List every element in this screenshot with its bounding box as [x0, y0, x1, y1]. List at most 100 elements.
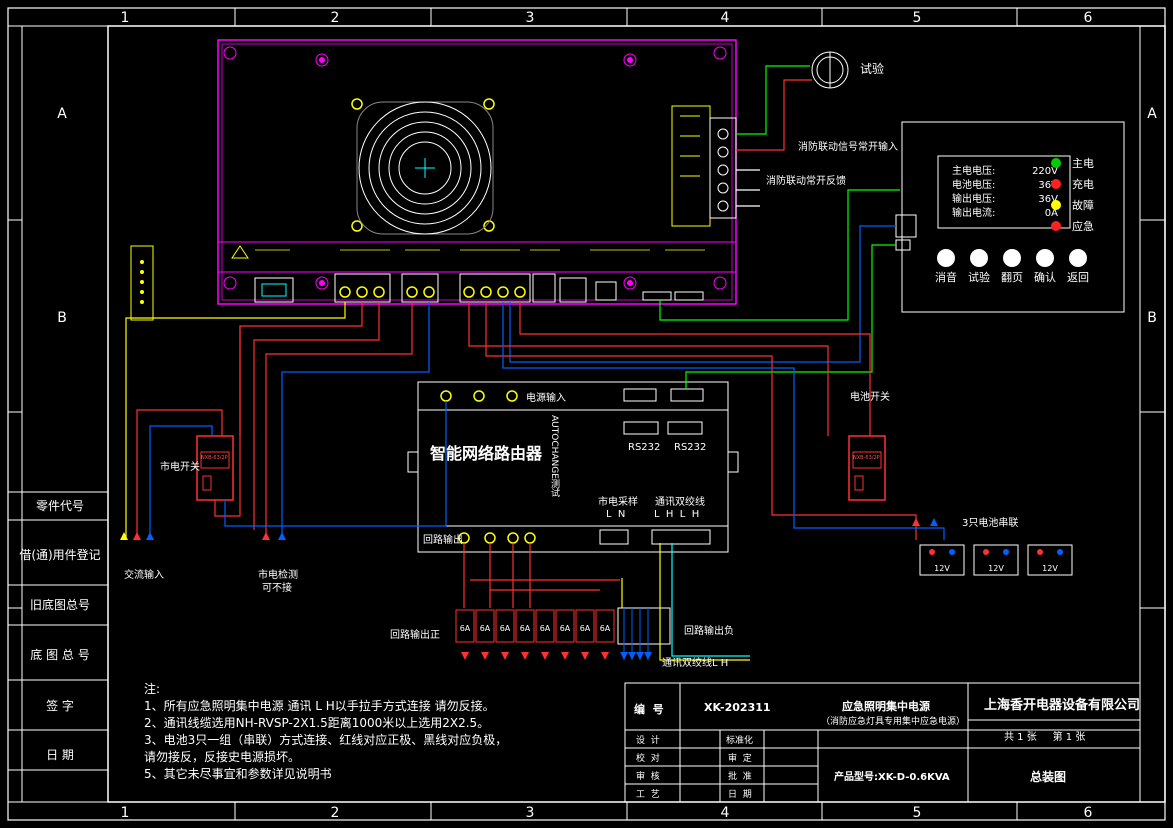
- label-rs232-a: RS232: [628, 442, 661, 453]
- panel-button-2[interactable]: [1003, 249, 1021, 267]
- battery-label-0: 12V: [934, 564, 950, 573]
- panel-row-label-2: 输出电压:: [952, 192, 995, 205]
- output-arrow-pos-2: [501, 652, 509, 660]
- tb-model: 产品型号:XK-D-0.6KVA: [834, 772, 950, 783]
- tb-drawing-name: 总装图: [1030, 770, 1067, 784]
- left-title-3: 底 图 总 号: [30, 647, 89, 662]
- label-comm-twisted: 通讯双绞线: [655, 497, 705, 508]
- note-line-4: 5、其它未尽事宜和参数详见说明书: [144, 766, 332, 781]
- tb-standardize: 标准化: [726, 736, 754, 746]
- output-breaker-5: [555, 609, 575, 643]
- tb-product-title: 应急照明集中电源: [842, 700, 930, 713]
- label-test: 试验: [860, 62, 885, 76]
- label-loop-output: 回路输出: [423, 535, 463, 546]
- left-title-2: 旧底图总号: [30, 597, 90, 612]
- status-led-2: [1051, 200, 1061, 210]
- tb-audit: 审 核: [636, 772, 660, 782]
- output-breaker-label-7: 6A: [600, 624, 611, 633]
- label-fire-signal-in: 消防联动信号常开输入: [798, 142, 898, 153]
- breaker-model-left: NXB-63/2P: [201, 455, 228, 461]
- frame-col-top-1: 1: [121, 10, 130, 26]
- label-rs232-b: RS232: [674, 442, 707, 453]
- battery-label-1: 12V: [988, 564, 1004, 573]
- note-line-3: 请勿接反，反接史电源损坏。: [144, 749, 300, 764]
- output-breaker-3: [515, 609, 535, 643]
- frame-col-top-4: 4: [721, 10, 730, 26]
- label-battery-switch: 电池开关: [850, 392, 890, 403]
- frame-col-bottom-6: 6: [1084, 805, 1093, 821]
- panel-button-label-1: 试验: [968, 270, 990, 284]
- wiring: [125, 65, 945, 661]
- battery-group: 12V 12V 12V: [919, 544, 1073, 576]
- battery-1: [973, 544, 1019, 576]
- output-breaker-label-5: 6A: [560, 624, 571, 633]
- frame-col-top-5: 5: [913, 10, 922, 26]
- panel-button-0[interactable]: [937, 249, 955, 267]
- panel-row-value-0: 220V: [1032, 166, 1058, 177]
- notes-title: 注:: [144, 681, 160, 696]
- panel-button-label-2: 翻页: [1001, 270, 1023, 284]
- breaker-model-right: NXB-63/2P: [853, 455, 880, 461]
- output-breaker-2: [495, 609, 515, 643]
- router-name: 智能网络路由器: [430, 444, 543, 463]
- panel-row-value-1: 36V: [1038, 180, 1058, 191]
- left-title-5: 日 期: [46, 748, 74, 762]
- label-comm-lhlh: L H L H: [654, 509, 700, 520]
- label-comm-twisted-lh: 通讯双绞线L H: [662, 658, 729, 669]
- frame-col-bottom-1: 1: [121, 805, 130, 821]
- panel-row-value-2: 36V: [1038, 194, 1058, 205]
- status-led-1: [1051, 179, 1061, 189]
- label-ac-input: 交流输入: [124, 570, 164, 581]
- frame-row-left-B: B: [57, 310, 67, 326]
- panel-lcd: [937, 155, 1071, 229]
- output-arrow-neg-3: [644, 652, 652, 660]
- frame-row-right-A: A: [1147, 106, 1157, 122]
- output-arrow-pos-5: [561, 652, 569, 660]
- panel-button-1[interactable]: [970, 249, 988, 267]
- status-label-3: 应急: [1072, 219, 1094, 233]
- label-loop-out-neg: 回路输出负: [684, 626, 734, 637]
- frame-col-bottom-3: 3: [526, 805, 535, 821]
- output-arrow-pos-1: [481, 652, 489, 660]
- frame-row-right-B: B: [1147, 310, 1157, 326]
- control-panel: [901, 121, 1125, 313]
- output-breaker-0: [455, 609, 475, 643]
- frame-col-bottom-2: 2: [331, 805, 340, 821]
- router-side-label: AUTOCHANGE测试: [549, 415, 559, 497]
- test-switch-icon: [811, 51, 849, 89]
- ac-input-arrow-n: [133, 532, 141, 540]
- label-mains-sample: 市电采样: [598, 497, 638, 508]
- panel-button-3[interactable]: [1036, 249, 1054, 267]
- tb-number-label: 编 号: [634, 703, 664, 716]
- frame-col-bottom-5: 5: [913, 805, 922, 821]
- tb-craft: 工 艺: [636, 790, 660, 800]
- tb-approve: 批 准: [728, 772, 752, 782]
- frame-col-top-6: 6: [1084, 10, 1093, 26]
- panel-button-4[interactable]: [1069, 249, 1087, 267]
- output-breaker-7: [595, 609, 615, 643]
- output-arrow-neg-2: [636, 652, 644, 660]
- label-mains-ln: L N: [606, 509, 626, 520]
- note-line-2: 3、电池3只一组（串联）方式连接、红线对应正极、黑线对应负极，: [144, 732, 507, 747]
- tb-sheets: 共 1 张 第 1 张: [1004, 732, 1086, 743]
- output-breaker-label-2: 6A: [500, 624, 511, 633]
- output-breaker-label-1: 6A: [480, 624, 491, 633]
- battery-arrow-pos: [912, 518, 920, 526]
- panel-button-label-4: 返回: [1067, 271, 1089, 284]
- label-mains-switch: 市电开关: [160, 462, 200, 473]
- mains-breaker: [196, 435, 234, 501]
- battery-label-2: 12V: [1042, 564, 1058, 573]
- panel-button-label-3: 确认: [1034, 271, 1056, 284]
- panel-row-label-1: 电池电压:: [952, 178, 995, 191]
- battery-breaker: [848, 435, 886, 501]
- battery-0: [919, 544, 965, 576]
- output-arrow-pos-6: [581, 652, 589, 660]
- main-board: [217, 39, 737, 305]
- tb-product-subtitle: （消防应急灯具专用集中应急电源）: [820, 717, 965, 727]
- left-title-1: 借(通)用件登记: [19, 547, 100, 562]
- mains-detect-arrow-l: [262, 532, 270, 540]
- battery-2: [1027, 544, 1073, 576]
- mount-bracket: [130, 245, 154, 321]
